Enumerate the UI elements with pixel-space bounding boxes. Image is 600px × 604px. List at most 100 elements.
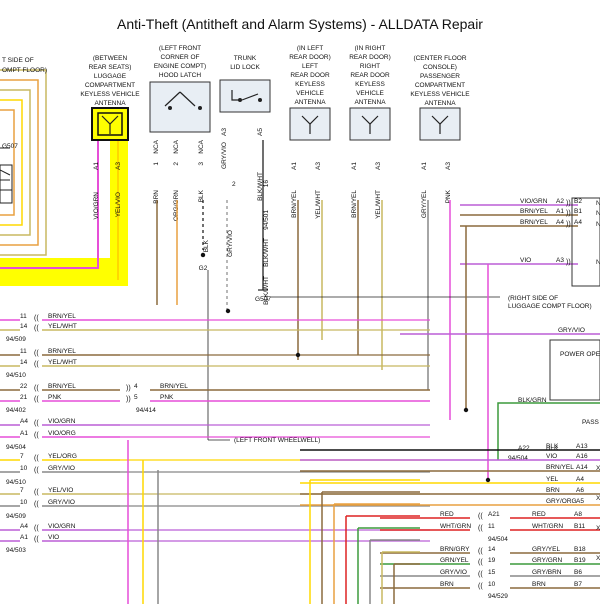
connector-label: 94/510 xyxy=(6,372,26,379)
wire-label: GRY/ORG xyxy=(546,498,577,505)
pin-label: A5 xyxy=(257,128,264,136)
pin-label: 21 xyxy=(20,394,28,401)
wire-label: BLK/WHT xyxy=(263,238,270,267)
right_rear_door-label: ANTENNA xyxy=(354,99,386,106)
connector-label: 94/510 xyxy=(6,479,26,486)
pin-label: A1 xyxy=(421,162,428,170)
pin-code: NCA xyxy=(153,139,160,153)
trunk_lock-label: LID LOCK xyxy=(230,64,260,71)
connector-symbol: (( xyxy=(34,501,39,508)
pin-label: A1 xyxy=(351,162,358,170)
right_rear_door-label: RIGHT xyxy=(360,63,380,70)
wire-label: VIO xyxy=(48,534,59,541)
wire-label: BRN/YEL xyxy=(291,190,298,218)
left_rear_door-label: (IN LEFT xyxy=(297,45,323,52)
connector-symbol: (( xyxy=(34,325,39,332)
pink-highlight-wire xyxy=(0,140,99,269)
ground-g2-label: G2 xyxy=(199,265,208,272)
switch-icon xyxy=(164,91,181,107)
pin-label: 11 xyxy=(488,523,495,530)
connector-symbol: )) xyxy=(126,396,131,403)
connector-symbol: (( xyxy=(478,548,483,555)
wire-label: PNK xyxy=(445,189,452,203)
luggage_antenna-label: (BETWEEN xyxy=(93,55,128,62)
edge-letter: X xyxy=(596,465,600,472)
edge-letter: N xyxy=(596,210,600,217)
connector-symbol: (( xyxy=(34,361,39,368)
left_rear_door-label: REAR DOOR xyxy=(290,72,330,79)
frame-wire xyxy=(0,99,23,226)
hood_latch-label: ENGINE COMPT) xyxy=(154,63,206,70)
edge-letter: X xyxy=(596,495,600,502)
pin-label: A3 xyxy=(556,257,564,264)
luggage_antenna-label: LUGGAGE xyxy=(94,73,127,80)
edge-letter: X xyxy=(596,525,600,532)
callout-label: (RIGHT SIDE OF xyxy=(508,295,558,302)
wire-label: BRN xyxy=(153,190,160,204)
connector-symbol: (( xyxy=(478,559,483,566)
switch-contact xyxy=(258,98,262,102)
splice-dot xyxy=(463,407,469,413)
luggage_antenna-label: REAR SEATS) xyxy=(89,64,132,71)
pin-label: 11 xyxy=(20,348,27,355)
pin-label: B18 xyxy=(574,546,586,553)
pin-label: A13 xyxy=(576,443,588,450)
switch-icon xyxy=(231,90,240,101)
callout-label: LUGGAGE COMPT FLOOR) xyxy=(508,303,592,310)
connector-symbol: (( xyxy=(478,525,483,532)
connector-label: 94/504 xyxy=(6,444,26,451)
wire-label: VIO/GRN xyxy=(93,192,100,220)
connector-symbol: )) xyxy=(566,259,571,266)
pin-label: A21 xyxy=(488,511,500,518)
power-module-box xyxy=(549,339,600,401)
floor_console-label: KEYLESS VEHICLE xyxy=(410,91,470,98)
left_rear_door-label: VEHICLE xyxy=(296,90,324,97)
pin-label: A4 xyxy=(576,476,584,483)
wire-label: BRN/YEL xyxy=(48,313,76,320)
left-component-box xyxy=(0,164,13,204)
connector-symbol: (( xyxy=(34,455,39,462)
luggage_antenna-label: ANTENNA xyxy=(94,100,126,107)
wire-label: PNK xyxy=(48,394,62,401)
switch-contact xyxy=(238,98,242,102)
wire-label: YEL/WHT xyxy=(375,190,382,219)
connector-symbol: )) xyxy=(126,385,131,392)
pin-label: A3 xyxy=(115,162,122,170)
pin-label: A8 xyxy=(574,511,582,518)
wire-label: BLK xyxy=(546,445,559,452)
pin-label: A1 xyxy=(93,162,100,170)
wire-label: YEL/WHT xyxy=(48,323,77,330)
pin-label: A14 xyxy=(576,464,588,471)
connector-label: 94/509 xyxy=(6,513,26,520)
wire-label: YEL/VIO xyxy=(115,192,122,217)
wire-label: YEL/ORG xyxy=(48,453,77,460)
pin-label: A3 xyxy=(315,162,322,170)
pin-label: B1 xyxy=(574,208,582,215)
connector-symbol: (( xyxy=(478,583,483,590)
right_rear_door-label: REAR DOOR xyxy=(350,72,390,79)
splice-dot xyxy=(295,352,301,358)
wire-label: BLK xyxy=(198,189,205,202)
pin-label: A22 xyxy=(518,445,530,452)
connector-symbol: (( xyxy=(34,350,39,357)
wire-label: YEL/WHT xyxy=(315,190,322,219)
pin-label: 19 xyxy=(488,557,496,564)
wire-label: GRN/YEL xyxy=(440,557,469,564)
pin-label: A1 xyxy=(556,208,564,215)
pin-code: NCA xyxy=(198,139,205,153)
floor_console-label: CONSOLE) xyxy=(423,64,457,71)
wire-label: BRN/GRY xyxy=(440,546,470,553)
wire-label: GRY/VIO xyxy=(48,499,75,506)
left_rear_door-label: ANTENNA xyxy=(294,99,326,106)
pin-label: A2 xyxy=(556,198,564,205)
floor_console-label: (CENTER FLOOR xyxy=(413,55,466,62)
wire-label: GRY/VIO xyxy=(221,142,228,169)
wire-label: VIO xyxy=(520,257,531,264)
wire-label: PNK xyxy=(160,394,174,401)
wire-label: RED xyxy=(440,511,454,518)
wire-label: GRY/VIO xyxy=(558,327,585,334)
wire-label: GRY/YEL xyxy=(532,546,560,553)
pin-label: A4 xyxy=(574,219,582,226)
internal-line xyxy=(0,169,11,176)
